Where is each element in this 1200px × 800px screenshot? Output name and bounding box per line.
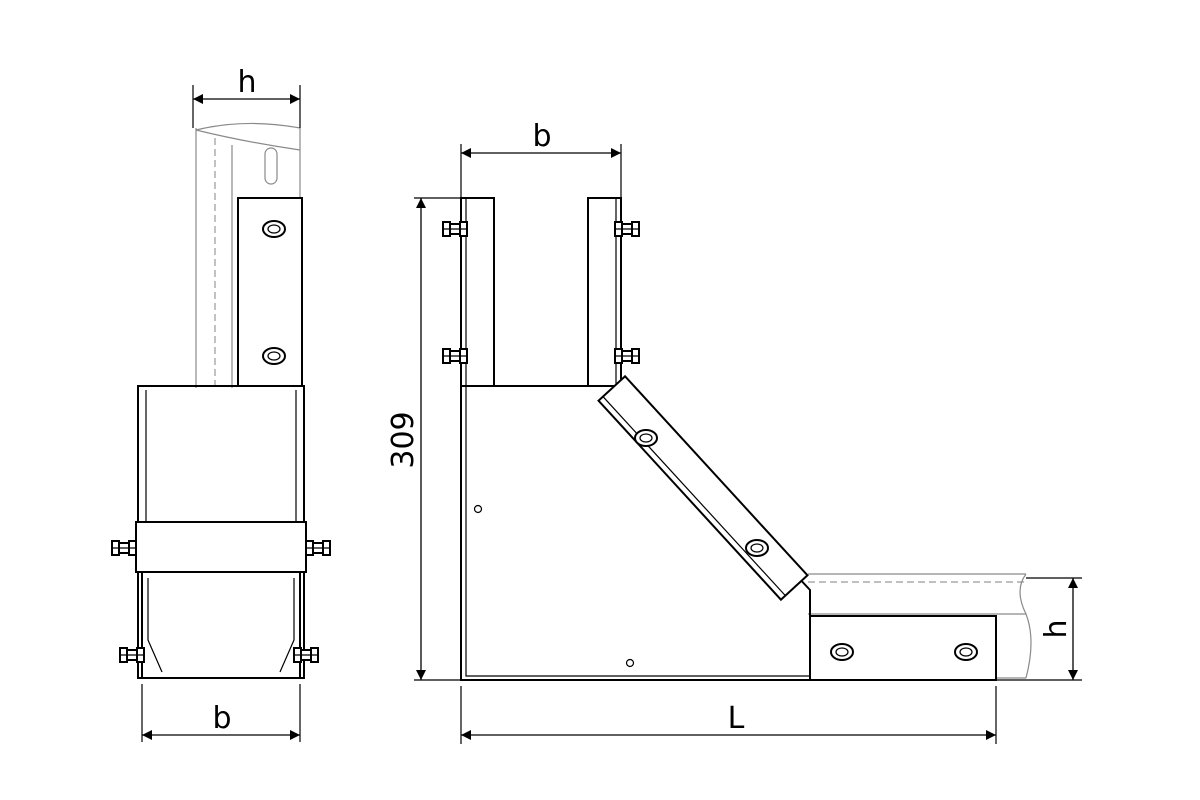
- bolt-icon: [293, 647, 319, 663]
- bolt-icon: [111, 540, 137, 556]
- plan-connector-plate: [809, 615, 997, 681]
- plan-diagonal-strap: [597, 374, 809, 602]
- plan-dimension-l: L: [460, 686, 997, 744]
- washer-icon: [745, 539, 769, 557]
- side-label-h: h: [237, 65, 256, 100]
- plan-dimension-b: b: [460, 119, 622, 198]
- side-ghost-tray: [195, 122, 301, 388]
- side-dimension-b: b: [141, 684, 301, 742]
- side-view: h b: [111, 65, 331, 742]
- side-label-b: b: [212, 701, 231, 736]
- plan-dimension-309: 309: [386, 197, 461, 681]
- plan-label-h: h: [1039, 619, 1074, 638]
- plan-ghost-tray: [808, 573, 1032, 679]
- washer-icon: [954, 643, 978, 661]
- washer-icon: [262, 220, 286, 238]
- plan-left-side-plate: [460, 197, 495, 387]
- plan-right-side-plate: [587, 197, 622, 387]
- plan-label-b: b: [532, 119, 551, 154]
- plan-dimension-h: h: [996, 577, 1082, 681]
- bolt-icon: [119, 647, 145, 663]
- plan-view: b 309 h L: [386, 119, 1082, 744]
- side-clamp-band: [135, 521, 307, 573]
- washer-icon: [830, 643, 854, 661]
- bolt-icon: [305, 540, 331, 556]
- plan-label-l: L: [728, 701, 745, 736]
- bolt-icon: [442, 348, 468, 364]
- plan-label-309: 309: [386, 411, 421, 468]
- bolt-icon: [614, 221, 640, 237]
- washer-icon: [634, 429, 658, 447]
- side-dimension-h: h: [192, 65, 301, 128]
- side-lower-sleeve: [141, 571, 301, 679]
- bolt-icon: [614, 348, 640, 364]
- rivet-icon: [473, 504, 483, 514]
- washer-icon: [262, 347, 286, 365]
- bolt-icon: [442, 221, 468, 237]
- rivet-icon: [625, 658, 635, 668]
